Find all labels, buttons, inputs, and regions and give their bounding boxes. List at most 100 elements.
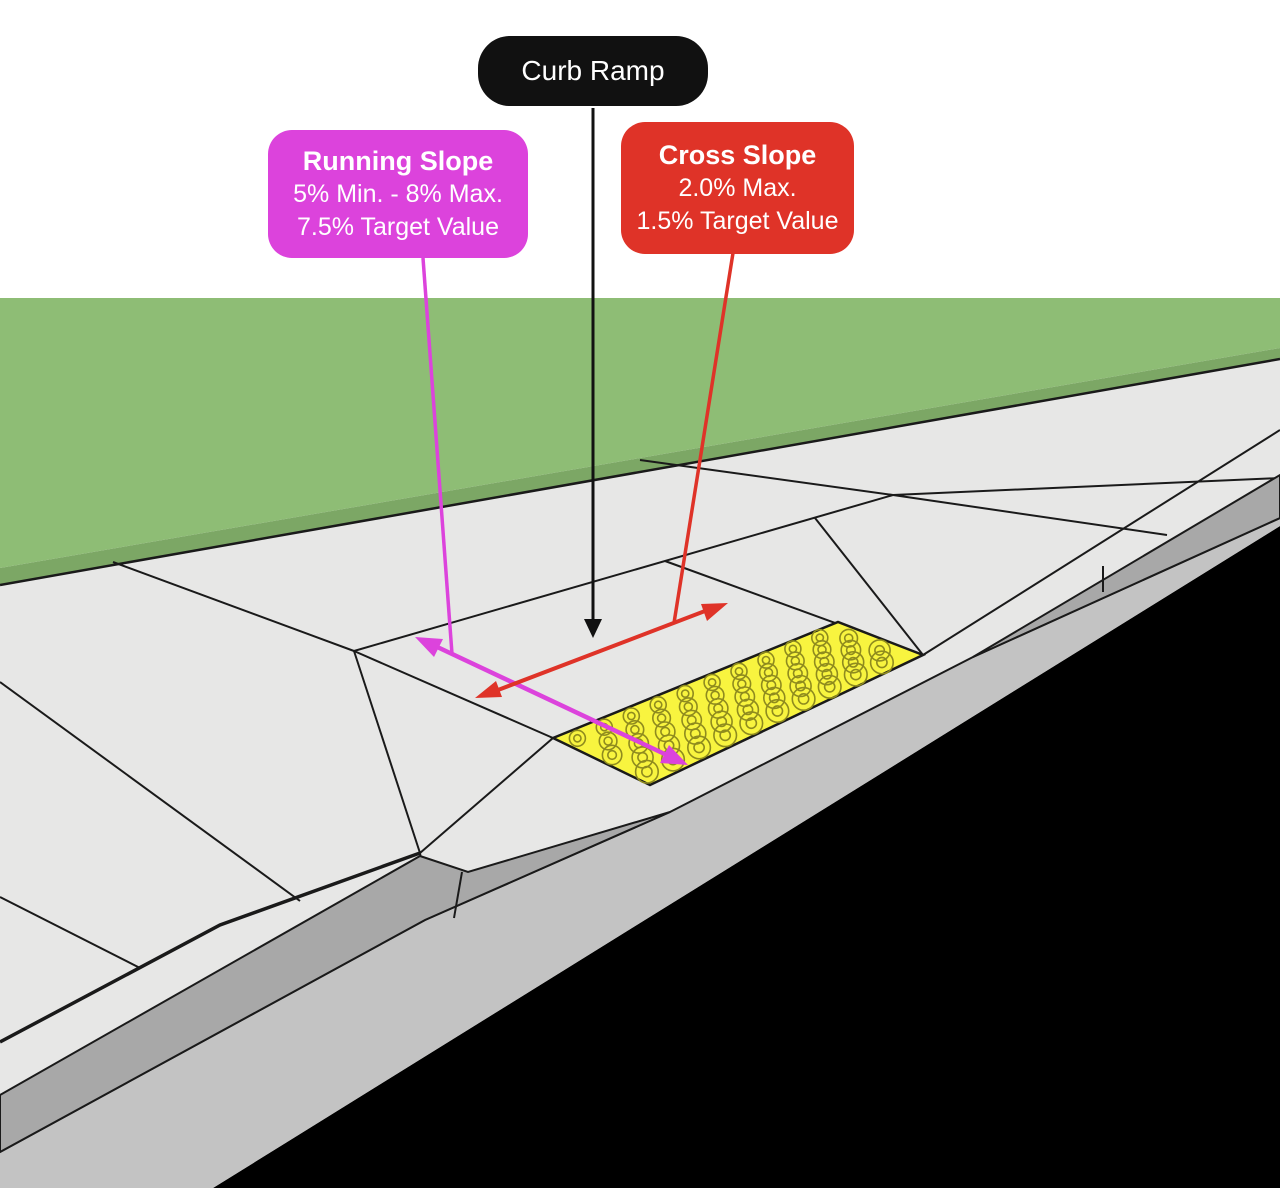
running-slope-title: Running Slope — [302, 146, 494, 176]
dome-icon — [739, 711, 764, 736]
dome-icon — [705, 685, 725, 705]
ramp-left-edge — [353, 650, 554, 739]
arrowhead-downright-icon — [660, 745, 688, 765]
dome-icon — [757, 651, 775, 669]
dome-icon — [598, 731, 618, 751]
dome-icon — [840, 639, 862, 661]
dome-icon — [606, 749, 618, 761]
dome-icon — [719, 729, 732, 742]
dome-icon — [843, 662, 868, 687]
dome-icon — [628, 732, 650, 754]
dome-icon — [649, 695, 668, 714]
left-flare-bottom-edge — [419, 737, 554, 854]
dome-icon — [849, 668, 862, 681]
dome-icon — [868, 639, 891, 662]
running-slope-target: 7.5% Target Value — [297, 213, 499, 241]
dome-icon — [654, 721, 676, 743]
dome-icon — [845, 644, 857, 656]
joint-left-perpendicular — [112, 561, 355, 652]
dome-icon — [874, 644, 886, 656]
dome-icon — [713, 703, 724, 714]
dome-icon — [869, 650, 895, 675]
dome-icon — [730, 662, 748, 681]
curb-ramp-label: Curb Ramp — [478, 36, 708, 106]
dome-icon — [707, 678, 717, 687]
dome-icon — [821, 668, 833, 680]
dome-icon — [637, 751, 649, 763]
dome-icon — [713, 723, 738, 748]
dome-icon — [766, 679, 777, 691]
curb-face-right — [972, 473, 1280, 658]
dome-icon — [813, 651, 835, 673]
dome-icon — [689, 728, 701, 740]
dome-icon — [795, 680, 807, 692]
dome-icon — [876, 656, 888, 669]
dome-icon — [630, 724, 640, 735]
joint-left-panel — [0, 681, 301, 902]
sidewalk-joints — [0, 429, 1280, 969]
dome-icon — [739, 691, 750, 702]
curb-ramp-arrow — [584, 108, 602, 638]
dome-icon — [651, 708, 672, 728]
dome-icon — [745, 717, 758, 730]
dome-icon — [787, 662, 809, 684]
dome-icon — [634, 759, 660, 784]
dome-icon — [768, 692, 780, 704]
dome-icon — [843, 633, 854, 644]
dome-icon — [771, 705, 784, 717]
dome-icon — [765, 698, 790, 724]
dome-icon — [626, 711, 636, 721]
dome-icon — [841, 650, 865, 674]
cross-slope-title: Cross Slope — [658, 140, 817, 170]
grass-strip — [0, 298, 1280, 568]
dome-icon — [791, 686, 816, 712]
arrowhead-down-icon — [584, 619, 602, 638]
dome-icon — [680, 689, 690, 698]
dome-icon — [815, 662, 839, 686]
arrowhead-upright-icon — [701, 603, 728, 621]
arrowhead-upleft-icon — [415, 637, 443, 657]
dome-icon — [817, 644, 827, 655]
curb-face-left — [0, 811, 671, 1154]
cross-slope-max: 2.0% Max. — [678, 174, 797, 202]
dome-icon — [817, 674, 842, 699]
dome-icon — [797, 693, 810, 705]
dome-icon — [686, 735, 712, 760]
dome-icon — [641, 765, 653, 778]
cross-slope-arrow — [475, 252, 735, 698]
grass-edge-face — [0, 348, 1280, 585]
joint-right-curb-top — [922, 429, 1280, 656]
dome-icon — [573, 733, 582, 743]
arrowhead-downleft-icon — [475, 681, 502, 698]
dome-icon — [603, 736, 613, 746]
running-slope-range: 5% Min. - 8% Max. — [293, 180, 503, 208]
dome-icon — [819, 656, 830, 667]
dome-icon — [568, 729, 587, 748]
grass-sidewalk-border — [0, 357, 1280, 587]
dome-icon — [693, 741, 705, 754]
truncated-domes — [568, 628, 895, 784]
dome-icon — [678, 697, 698, 717]
dome-icon — [847, 656, 859, 668]
dome-icon — [676, 684, 695, 703]
joint-left-panel-near — [0, 896, 141, 969]
dome-icon — [622, 707, 641, 725]
cross-slope-target: 1.5% Target Value — [636, 207, 839, 235]
joint-ramp-row-top — [353, 494, 894, 652]
running-slope-arrow — [415, 257, 688, 765]
gutter — [0, 518, 1280, 1188]
dome-icon — [790, 656, 801, 666]
dome-icon — [762, 686, 786, 710]
dome-icon — [792, 668, 803, 679]
curb-face-left-seam — [453, 871, 463, 919]
running-slope-label: Running Slope 5% Min. - 8% Max. 7.5% Tar… — [268, 130, 528, 258]
dome-icon — [601, 744, 623, 766]
dome-icon — [716, 716, 728, 728]
right-flare-edge — [814, 517, 924, 656]
dome-icon — [703, 673, 721, 692]
joint-right-fan — [892, 477, 1280, 496]
dome-icon — [789, 674, 812, 698]
cross-slope-label: Cross Slope 2.0% Max. 1.5% Target Value — [621, 122, 854, 254]
dome-icon — [823, 680, 836, 693]
